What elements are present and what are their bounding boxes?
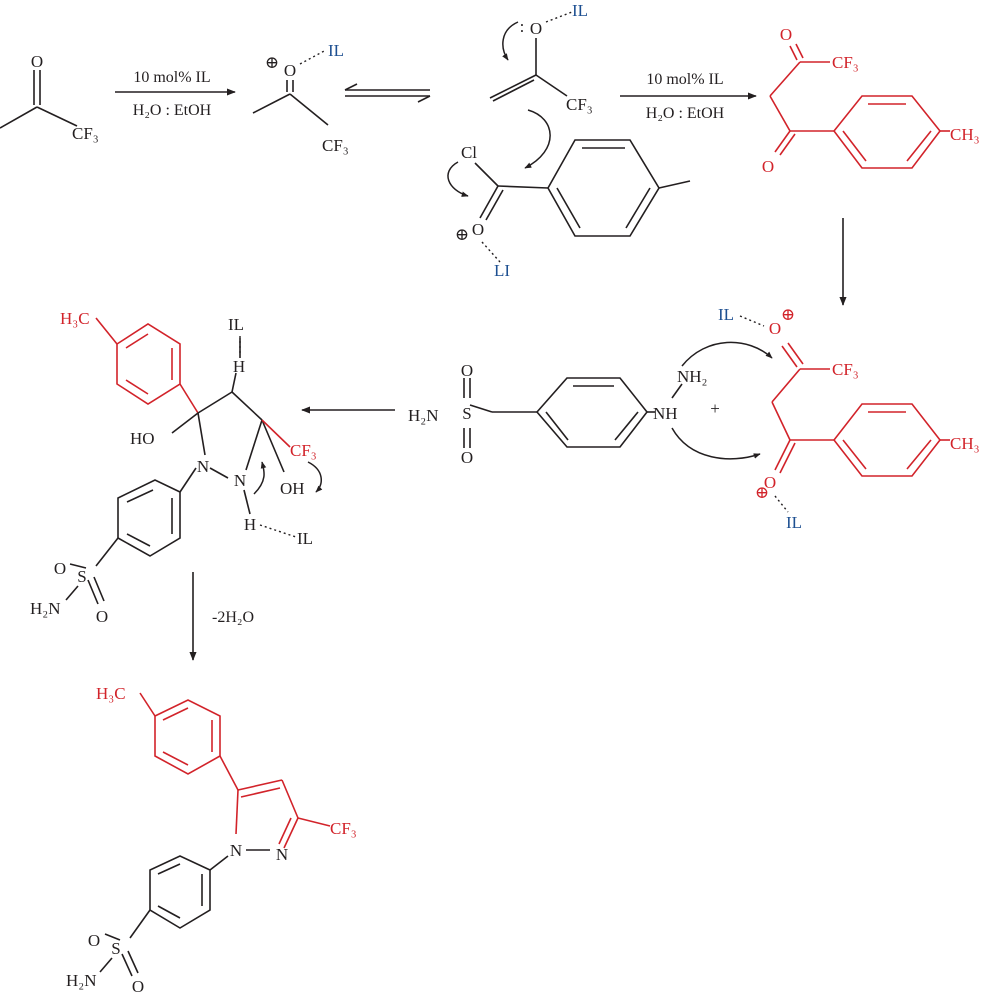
hydrogen-bond [481, 241, 501, 263]
atom-label: O [96, 607, 108, 626]
molecule-product-aryl [139, 692, 331, 849]
lone-pair: : [520, 17, 525, 36]
bond [243, 489, 251, 515]
atom-label: IL [718, 305, 734, 324]
atom-label: N [197, 457, 209, 476]
curved-arrow [524, 109, 551, 169]
curved-arrow [671, 427, 761, 460]
molecule-hydrazine [463, 377, 683, 448]
molecule-intermediate-cf3-bond [261, 419, 291, 448]
atom-label: CF₃ [72, 124, 99, 143]
curved-arrow [307, 461, 323, 493]
atom-label: CF₃ [322, 136, 349, 155]
curved-arrow [681, 341, 773, 367]
curved-arrow [253, 461, 267, 495]
atom-label: IL [297, 529, 313, 548]
atom-label: O [461, 361, 473, 380]
atom-label: O [769, 319, 781, 338]
atom-label: N [230, 841, 242, 860]
atom-label: CH₃ [950, 434, 980, 453]
atom-label: O [284, 61, 296, 80]
atom-label: H₂N [66, 971, 96, 990]
atom-label: N [234, 471, 246, 490]
cation-symbol: ⊕ [455, 225, 469, 244]
curved-arrow [502, 21, 519, 61]
atom-label: H₃C [60, 309, 90, 328]
atom-label: O [461, 448, 473, 467]
atom-label: N [276, 845, 288, 864]
atom-label: IL [572, 1, 588, 20]
atom-label: IL [786, 513, 802, 532]
atom-label: LI [494, 261, 510, 280]
molecule-activated-diketone [771, 342, 950, 477]
reaction-condition: -2H₂O [212, 609, 254, 626]
molecule-activated-ketone [252, 80, 329, 126]
cation-symbol: ⊕ [781, 305, 795, 324]
atom-label: S [77, 567, 86, 586]
atom-label: Cl [461, 143, 477, 162]
atom-label: O [31, 52, 43, 71]
atom-label: CF₃ [832, 360, 859, 379]
atom-label: NH₂ [677, 367, 707, 386]
hydrogen-bond [774, 495, 789, 513]
atom-label: CH₃ [950, 125, 980, 144]
atom-label: S [111, 939, 120, 958]
molecule-diketone [769, 43, 950, 169]
hydrogen-bond [739, 315, 765, 327]
molecule-trifluoroacetone [0, 70, 78, 129]
reaction-condition: H₂O : EtOH [646, 105, 725, 122]
atom-label: H [233, 357, 245, 376]
hydrogen-bond [545, 11, 573, 23]
atom-label: NH [653, 404, 678, 423]
equilibrium-arrow [344, 83, 431, 103]
atom-label: CF₃ [566, 95, 593, 114]
atom-label: H₃C [96, 684, 126, 703]
molecule-enol [489, 38, 568, 102]
atom-label: O [762, 157, 774, 176]
reaction-condition: 10 mol% IL [133, 69, 210, 86]
atom-label: O [88, 931, 100, 950]
curved-arrow [447, 161, 469, 197]
molecule-product-core [99, 849, 270, 977]
atom-label: O [764, 473, 776, 492]
reaction-condition: 10 mol% IL [646, 71, 723, 88]
hydrogen-bond [259, 524, 297, 538]
atom-label: O [54, 559, 66, 578]
cation-symbol: ⊕ [265, 53, 279, 72]
atom-label: H₂N [30, 599, 60, 618]
atom-label: S [462, 404, 471, 423]
atom-label: IL [328, 41, 344, 60]
atom-label: H [244, 515, 256, 534]
molecule-intermediate-ring [65, 338, 285, 605]
hydrogen-bond [299, 49, 327, 65]
molecule-intermediate-aryl [95, 317, 199, 414]
atom-label: H₂N [408, 406, 438, 425]
atom-label: O [780, 25, 792, 44]
atom-label: OH [280, 479, 305, 498]
plus-sign: + [710, 399, 720, 418]
reaction-condition: H₂O : EtOH [133, 102, 212, 119]
atom-label: O [530, 19, 542, 38]
atom-label: CF₃ [832, 53, 859, 72]
atom-label: CF₃ [330, 819, 357, 838]
atom-label: HO [130, 429, 155, 448]
atom-label: O [132, 977, 144, 996]
cation-symbol: ⊕ [755, 483, 769, 502]
molecule-acyl-chloride [474, 139, 691, 237]
atom-label: IL [228, 315, 244, 334]
atom-label: O [472, 220, 484, 239]
atom-label: CF₃ [290, 441, 317, 460]
